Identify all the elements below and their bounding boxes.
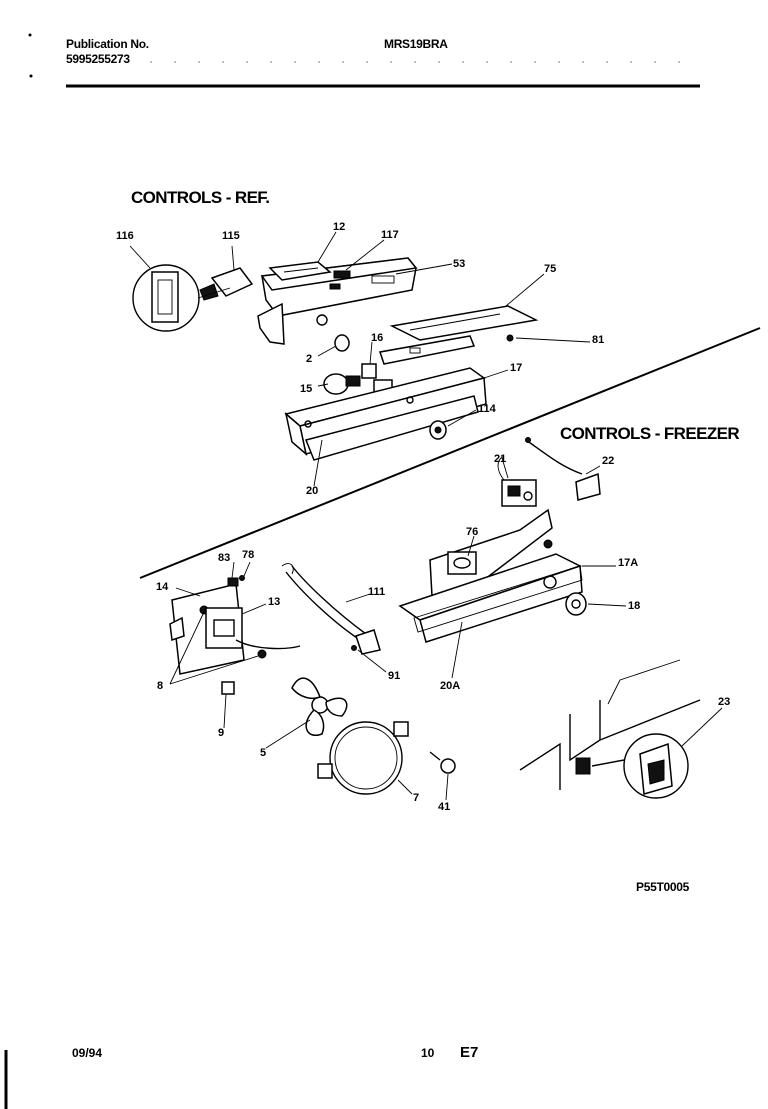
light-shield-circle [132, 264, 200, 332]
fan-motor-13 [205, 607, 301, 650]
fan-blade-5 [291, 677, 348, 737]
callout-81: 81 [592, 334, 604, 346]
callout-76: 76 [466, 526, 478, 538]
scan-speck [29, 74, 33, 78]
scan-speck [28, 33, 32, 37]
section-divider [139, 327, 761, 579]
leader-lines [129, 231, 723, 801]
bulb-15 [323, 373, 361, 395]
detail-23-cabinet [519, 659, 701, 799]
section-title-freezer: CONTROLS - FREEZER [560, 424, 740, 443]
callout-13: 13 [268, 596, 280, 608]
screw-81-upper [506, 334, 514, 342]
knob-2 [334, 334, 350, 352]
callout-53: 53 [453, 258, 465, 270]
screw-41 [429, 751, 456, 774]
figure-code: P55T0005 [636, 880, 689, 894]
knob-114 [429, 420, 447, 440]
wire-harness-111 [281, 563, 381, 655]
mount-9 [221, 681, 235, 695]
callout-7: 7 [413, 792, 419, 804]
callout-114: 114 [478, 403, 497, 415]
callout-115: 115 [222, 230, 240, 242]
knob-18 [565, 592, 587, 616]
footer-page-number: 10 [421, 1046, 435, 1060]
publication-number: 5995255273 [66, 52, 130, 66]
callout-5: 5 [260, 747, 266, 759]
callout-17A: 17A [618, 557, 638, 569]
thermostat-plate-75 [379, 305, 539, 365]
switch-part-12 [268, 261, 332, 281]
switch-part-117 [333, 270, 351, 279]
sensor-22 [525, 437, 601, 501]
callout-22: 22 [602, 455, 614, 467]
callout-75: 75 [544, 263, 556, 275]
light-socket-bracket [197, 267, 254, 301]
callout-78: 78 [242, 549, 254, 561]
trim-20A [413, 565, 583, 633]
callout-116: 116 [116, 230, 134, 242]
callout-15: 15 [300, 383, 312, 395]
callout-8: 8 [157, 680, 163, 692]
screw-91 [351, 645, 357, 651]
callout-2: 2 [306, 353, 312, 365]
section-title-ref: CONTROLS - REF. [131, 188, 270, 207]
callout-23: 23 [718, 696, 730, 708]
thermostat-21 [497, 455, 537, 507]
callout-12: 12 [333, 221, 345, 233]
fan-shroud-7 [317, 721, 409, 795]
publication-label: Publication No. [66, 37, 149, 51]
callout-91: 91 [388, 670, 400, 682]
callout-20A: 20A [440, 680, 460, 692]
control-panel-17A [398, 539, 583, 643]
callout-18: 18 [628, 600, 640, 612]
model-number: MRS19BRA [384, 37, 448, 51]
callout-14: 14 [156, 581, 169, 593]
callout-21: 21 [494, 453, 506, 465]
callout-20: 20 [306, 485, 318, 497]
trim-20 [304, 395, 479, 461]
footer-section-code: E7 [460, 1044, 479, 1061]
callout-41: 41 [438, 801, 450, 813]
callout-117: 117 [381, 229, 399, 241]
callout-9: 9 [218, 727, 224, 739]
callout-83: 83 [218, 552, 230, 564]
callout-17: 17 [510, 362, 522, 374]
callout-16: 16 [371, 332, 383, 344]
footer-date: 09/94 [72, 1046, 103, 1060]
clip-83-78 [227, 575, 245, 587]
part-callouts: 116 115 12 117 53 75 81 2 16 15 17 114 2… [116, 221, 730, 813]
callout-111: 111 [368, 586, 385, 598]
